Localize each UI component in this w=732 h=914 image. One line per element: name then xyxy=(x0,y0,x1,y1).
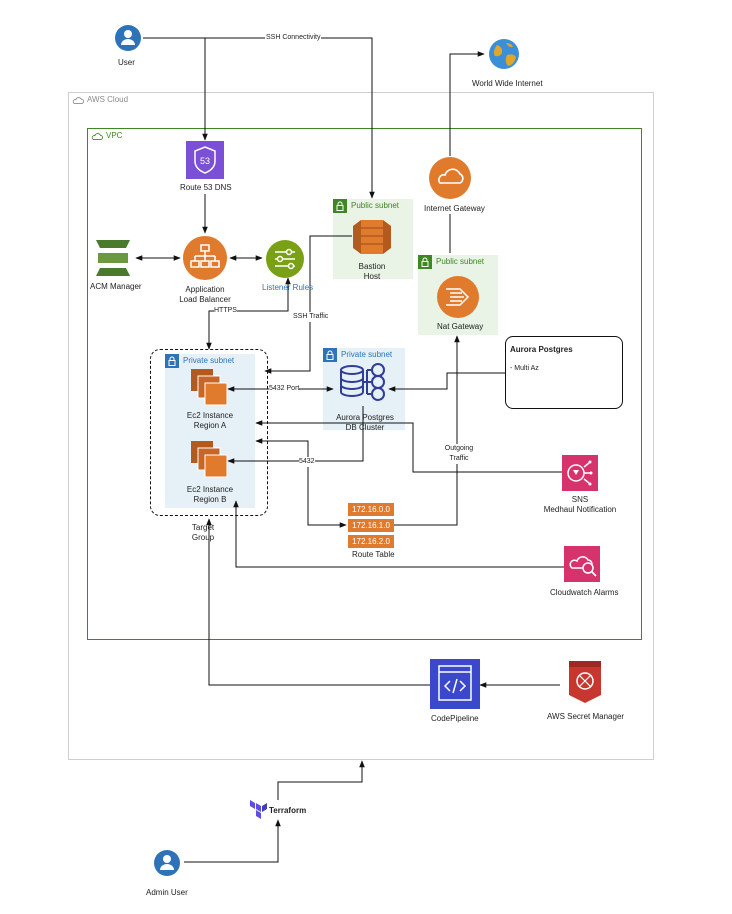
lock-icon xyxy=(418,255,432,269)
lock-icon xyxy=(165,354,179,368)
edge-ec2b-routetable xyxy=(255,438,347,528)
lock-icon xyxy=(333,199,347,213)
edge-igw-internet xyxy=(449,51,485,156)
route53-icon: 53 xyxy=(186,141,224,179)
edge-admin-terraform xyxy=(184,819,281,863)
cloud-icon xyxy=(72,97,84,104)
edge-outgoing-nat xyxy=(394,335,460,526)
sns-icon xyxy=(562,455,598,491)
acm-label: ACM Manager xyxy=(90,282,142,291)
admin-user-label: Admin User xyxy=(146,888,188,897)
aws-cloud-label: AWS Cloud xyxy=(87,95,129,104)
route-table-row: 172.16.1.0 xyxy=(348,519,394,532)
alb-icon xyxy=(182,235,228,281)
port-5432-b-label: 5432 xyxy=(299,457,315,467)
internet-label: World Wide Internet xyxy=(472,79,543,88)
listener-rules-label: Listener Rules xyxy=(262,283,314,292)
route53-label: Route 53 DNS xyxy=(180,183,232,192)
edge-note-aurora xyxy=(388,372,505,392)
edge-user-bastion xyxy=(143,37,375,199)
vpc-label: VPC xyxy=(106,131,123,140)
cloudwatch-icon xyxy=(564,546,600,582)
acm-icon xyxy=(94,240,132,278)
outgoing-traffic-label: Outgoing Traffic xyxy=(439,444,479,464)
note-title: Aurora Postgres xyxy=(510,345,573,354)
terraform-label: Terraform xyxy=(269,806,307,815)
ec2-a-label: Ec2 Instance Region A xyxy=(186,411,234,430)
note-body: - Multi Az xyxy=(510,365,539,372)
internet-gateway-icon xyxy=(428,156,472,200)
target-group-label: Target Group xyxy=(191,523,215,542)
public-subnet-label: Public subnet xyxy=(436,257,485,266)
listener-rules-icon xyxy=(265,239,305,279)
bastion-label: Bastion Host xyxy=(358,262,386,281)
codepipeline-label: CodePipeline xyxy=(431,714,479,723)
internet-globe-icon xyxy=(487,37,521,71)
edge-ssh-traffic xyxy=(264,235,352,374)
edge-sns-ec2 xyxy=(255,420,562,473)
ssh-traffic-label: SSH Traffic xyxy=(293,312,329,322)
route-table-label: Route Table xyxy=(352,550,395,559)
ec2-instances-a-icon xyxy=(191,369,228,406)
alb-label: Application Load Balancer xyxy=(179,285,231,304)
aurora-note-box: Aurora Postgres - Multi Az xyxy=(505,336,623,409)
https-label: HTTPS xyxy=(214,306,237,316)
private-subnet-label: Private subnet xyxy=(341,350,393,359)
bastion-ec2-icon xyxy=(353,216,391,256)
route-table-row: 172.16.0.0 xyxy=(348,503,394,516)
edge-cloudwatch xyxy=(233,500,564,568)
aurora-label: Aurora Postgres DB Cluster xyxy=(336,413,394,432)
ec2-b-label: Ec2 Instance Region B xyxy=(186,485,234,504)
terraform-logo-icon xyxy=(250,800,268,820)
user-icon xyxy=(114,24,142,52)
private-subnet-label: Private subnet xyxy=(183,356,235,365)
edge-codepipeline xyxy=(206,518,430,686)
svg-text:53: 53 xyxy=(200,156,210,166)
ec2-instances-b-icon xyxy=(191,441,228,478)
edge-terraform-aws xyxy=(277,760,365,800)
aurora-db-icon xyxy=(338,362,390,402)
port-5432-label: 5432 Port xyxy=(269,384,300,394)
vpc-cloud-icon xyxy=(91,133,103,140)
secrets-manager-label: AWS Secret Manager xyxy=(547,712,625,721)
sns-label: SNS Medhaul Notification xyxy=(543,495,617,514)
admin-user-icon xyxy=(153,849,181,877)
lock-icon xyxy=(323,348,337,362)
user-label: User xyxy=(118,58,135,67)
aws-cloud-group: AWS Cloud xyxy=(68,92,654,760)
secrets-manager-icon xyxy=(567,661,603,703)
codepipeline-icon xyxy=(430,659,480,709)
edge-listener-https xyxy=(206,277,291,350)
route-table: 172.16.0.0 172.16.1.0 172.16.2.0 xyxy=(348,503,394,548)
nat-gateway-icon xyxy=(436,275,480,319)
nat-gateway-label: Nat Gateway xyxy=(437,322,484,331)
internet-gateway-label: Internet Gateway xyxy=(424,204,485,213)
cloudwatch-label: Cloudwatch Alarms xyxy=(550,588,619,597)
vpc-group: VPC xyxy=(87,128,642,640)
private-subnet-ec2: Private subnet xyxy=(165,354,255,508)
public-subnet-label: Public subnet xyxy=(351,201,400,210)
route-table-row: 172.16.2.0 xyxy=(348,535,394,548)
ssh-connectivity-label: SSH Connectivity xyxy=(265,33,322,43)
